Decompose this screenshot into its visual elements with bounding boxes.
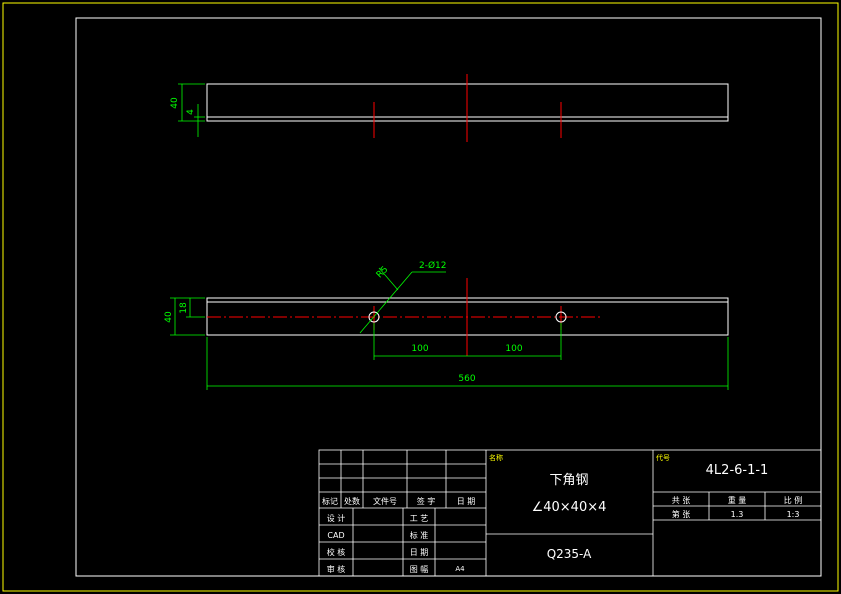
front-view-height-dim: 40 — [164, 311, 174, 323]
material: Q235-A — [547, 547, 592, 561]
tb-sheet-size: A4 — [455, 565, 465, 573]
part-name: 下角钢 — [549, 473, 588, 488]
hole-callout: 2-Ø12 — [419, 260, 447, 271]
tb-sheet-number: 第 张 — [672, 509, 691, 519]
part-weight: 1.3 — [731, 510, 744, 519]
hole-spacing-right: 100 — [505, 344, 522, 354]
title-block-frame — [318, 449, 822, 577]
drawing-number: 4L2-6-1-1 — [706, 463, 769, 478]
tb-attr-weight: 重 量 — [728, 495, 747, 505]
tb-header-sign: 签 字 — [417, 496, 436, 506]
tb-process-standard: 标 准 — [410, 530, 429, 540]
tb-header-mark: 标记 — [322, 496, 338, 506]
tb-header-date: 日 期 — [457, 497, 476, 506]
drawing-scale: 1:3 — [787, 510, 800, 519]
radius-leader — [378, 267, 399, 291]
tb-process-date: 日 期 — [410, 548, 429, 557]
tb-process-size: 图 幅 — [410, 564, 429, 574]
tb-process-craft: 工 艺 — [410, 514, 429, 523]
title-block — [318, 449, 822, 577]
top-view-thickness-dim: 4 — [186, 109, 196, 115]
top-view: 40 4 — [170, 74, 729, 142]
front-view-hole-offset-dim: 18 — [179, 302, 189, 314]
tb-role-design: 设 计 — [327, 513, 346, 523]
tb-attr-scale: 比 例 — [784, 495, 803, 505]
hole-spacing-left: 100 — [411, 344, 428, 354]
tb-attr-total-sheets: 共 张 — [672, 496, 691, 505]
overall-length: 560 — [458, 374, 475, 384]
tb-header-docno: 文件号 — [373, 496, 397, 506]
tb-code-label: 代号 — [656, 453, 670, 462]
hole-right — [555, 311, 567, 323]
front-view: 40 18 2-Ø12 R5 100 100 560 — [164, 260, 729, 390]
hole-callout-leader — [359, 271, 413, 334]
tb-header-count: 处数 — [344, 496, 360, 506]
tb-role-review: 审 核 — [327, 564, 346, 574]
hole-left — [368, 311, 380, 323]
part-spec: ∠40×40×4 — [532, 500, 607, 515]
tb-role-cad: CAD — [327, 531, 344, 540]
tb-role-check: 校 核 — [327, 547, 346, 557]
title-block-text: 标记 处数 文件号 签 字 日 期 设 计 CAD 校 核 审 核 工 艺 标 … — [322, 453, 802, 574]
top-view-height-dim: 40 — [170, 97, 180, 109]
tb-name-label: 名称 — [489, 453, 503, 462]
